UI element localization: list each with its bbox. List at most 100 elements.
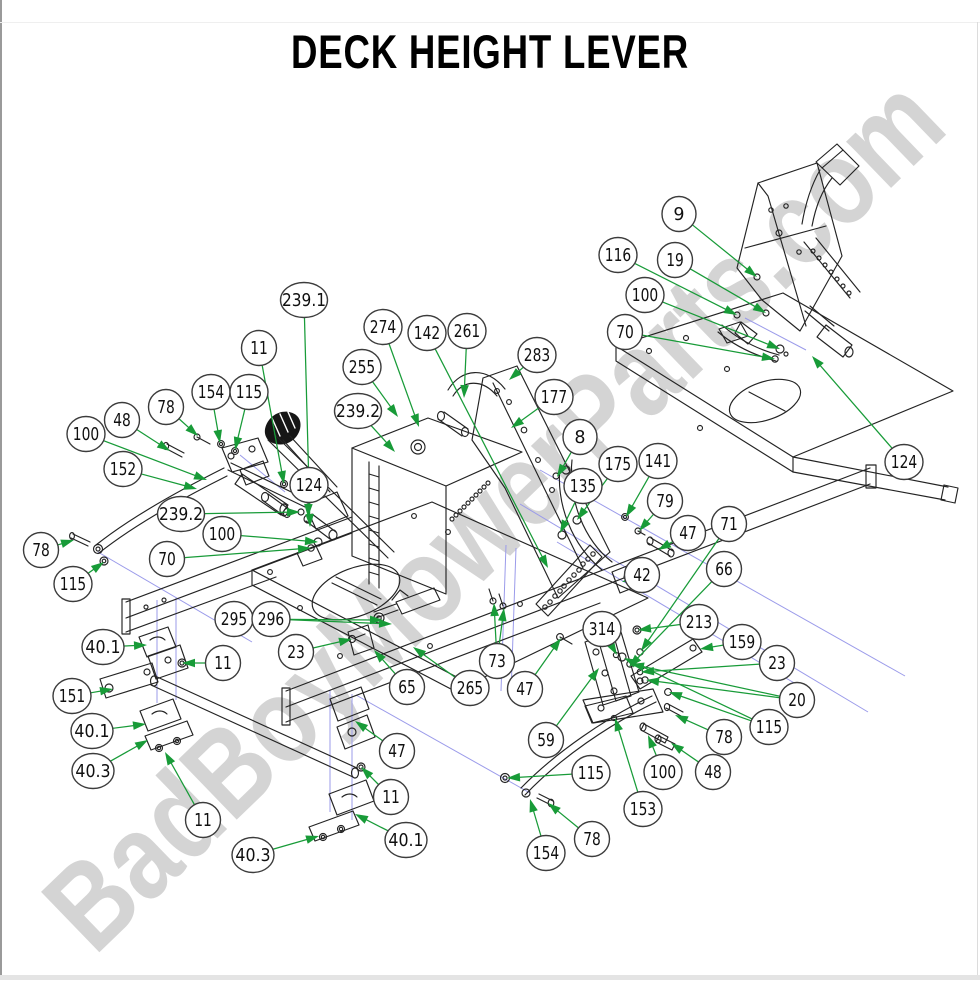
callout-40.1[interactable]: 40.1 xyxy=(385,823,427,858)
callout-number: 23 xyxy=(768,654,786,674)
callout-48[interactable]: 48 xyxy=(105,403,140,438)
callout-100[interactable]: 100 xyxy=(626,278,664,313)
callout-65[interactable]: 65 xyxy=(390,670,425,705)
leader-arrowhead xyxy=(193,471,207,480)
callout-number: 48 xyxy=(113,411,131,431)
page-bottom-bar xyxy=(0,975,980,980)
callout-151[interactable]: 151 xyxy=(53,679,91,714)
callout-153[interactable]: 153 xyxy=(624,792,662,827)
callout-265[interactable]: 265 xyxy=(451,671,489,706)
callout-number: 135 xyxy=(570,477,596,497)
callout-47[interactable]: 47 xyxy=(508,672,543,707)
callout-159[interactable]: 159 xyxy=(723,625,761,660)
callout-154[interactable]: 154 xyxy=(192,375,230,410)
callout-314[interactable]: 314 xyxy=(583,612,621,647)
callout-70[interactable]: 70 xyxy=(608,315,643,350)
callout-number: 154 xyxy=(198,383,224,403)
callout-239.2[interactable]: 239.2 xyxy=(158,497,205,532)
callout-175[interactable]: 175 xyxy=(599,447,637,482)
leader-line xyxy=(640,666,780,696)
callout-100[interactable]: 100 xyxy=(203,517,241,552)
callout-23[interactable]: 23 xyxy=(279,635,314,670)
callout-78[interactable]: 78 xyxy=(575,822,610,857)
leader-line xyxy=(273,838,311,849)
callout-40.1[interactable]: 40.1 xyxy=(82,630,124,665)
callout-40.1[interactable]: 40.1 xyxy=(71,714,113,749)
callout-71[interactable]: 71 xyxy=(712,507,747,542)
callout-255[interactable]: 255 xyxy=(343,350,381,385)
callout-70[interactable]: 70 xyxy=(150,542,185,577)
callout-number: 115 xyxy=(60,575,86,595)
callout-number: 47 xyxy=(388,742,406,762)
callout-283[interactable]: 283 xyxy=(518,338,556,373)
callout-8[interactable]: 8 xyxy=(563,420,597,455)
callout-213[interactable]: 213 xyxy=(680,605,718,640)
callout-135[interactable]: 135 xyxy=(564,469,602,504)
leader-arrowhead xyxy=(157,440,170,451)
callout-115[interactable]: 115 xyxy=(54,567,92,602)
callout-100[interactable]: 100 xyxy=(644,755,682,790)
leader-arrowhead xyxy=(91,562,104,573)
callout-59[interactable]: 59 xyxy=(529,723,564,758)
callout-152[interactable]: 152 xyxy=(104,452,142,487)
callout-11[interactable]: 11 xyxy=(186,803,221,838)
callout-73[interactable]: 73 xyxy=(480,644,515,679)
callout-115[interactable]: 115 xyxy=(750,710,788,745)
callout-number: 65 xyxy=(398,678,416,698)
callout-number: 115 xyxy=(756,718,782,738)
callout-number: 78 xyxy=(583,830,601,850)
leader-line xyxy=(494,612,496,644)
callout-274[interactable]: 274 xyxy=(364,310,402,345)
callout-number: 239.2 xyxy=(159,505,203,525)
callout-number: 47 xyxy=(516,680,534,700)
callout-number: 115 xyxy=(236,383,262,403)
callout-100[interactable]: 100 xyxy=(67,417,105,452)
callout-154[interactable]: 154 xyxy=(527,836,565,871)
callout-40.3[interactable]: 40.3 xyxy=(72,754,114,789)
callout-296[interactable]: 296 xyxy=(252,602,290,637)
callout-40.3[interactable]: 40.3 xyxy=(232,838,274,873)
callout-42[interactable]: 42 xyxy=(625,558,660,593)
callout-23[interactable]: 23 xyxy=(760,646,795,681)
callout-number: 296 xyxy=(258,610,284,630)
leader-arrowhead xyxy=(700,643,714,651)
leader-line xyxy=(647,624,680,628)
callout-48[interactable]: 48 xyxy=(696,755,731,790)
leader-line xyxy=(237,409,245,441)
callout-115[interactable]: 115 xyxy=(572,756,610,791)
callout-number: 177 xyxy=(541,388,567,408)
callout-11[interactable]: 11 xyxy=(242,331,277,366)
callout-177[interactable]: 177 xyxy=(535,380,573,415)
callout-261[interactable]: 261 xyxy=(448,314,486,349)
callout-79[interactable]: 79 xyxy=(648,484,683,519)
callout-78[interactable]: 78 xyxy=(24,533,59,568)
callout-number: 19 xyxy=(666,251,684,271)
callout-number: 154 xyxy=(533,844,559,864)
callout-20[interactable]: 20 xyxy=(780,683,815,718)
callout-66[interactable]: 66 xyxy=(707,552,742,587)
callout-47[interactable]: 47 xyxy=(380,734,415,769)
callout-78[interactable]: 78 xyxy=(149,390,184,425)
leader-arrowhead xyxy=(387,404,398,417)
callout-124[interactable]: 124 xyxy=(885,445,923,480)
callout-141[interactable]: 141 xyxy=(639,444,677,479)
svg-text:DECK HEIGHT LEVER: DECK HEIGHT LEVER xyxy=(291,26,689,78)
callout-78[interactable]: 78 xyxy=(707,720,742,755)
callout-11[interactable]: 11 xyxy=(374,780,409,815)
callout-9[interactable]: 9 xyxy=(662,197,696,232)
callout-number: 100 xyxy=(650,763,676,783)
callout-239.1[interactable]: 239.1 xyxy=(281,283,328,318)
callout-115[interactable]: 115 xyxy=(230,375,268,410)
callout-124[interactable]: 124 xyxy=(290,468,328,503)
callout-number: 295 xyxy=(221,610,247,630)
callout-295[interactable]: 295 xyxy=(215,602,253,637)
callout-19[interactable]: 19 xyxy=(658,243,693,278)
callout-number: 42 xyxy=(633,566,651,586)
callout-239.2[interactable]: 239.2 xyxy=(335,394,382,429)
leader-line xyxy=(618,727,638,793)
callout-116[interactable]: 116 xyxy=(599,238,637,273)
callout-142[interactable]: 142 xyxy=(408,316,446,351)
callout-11[interactable]: 11 xyxy=(206,646,241,681)
callout-47[interactable]: 47 xyxy=(671,516,706,551)
